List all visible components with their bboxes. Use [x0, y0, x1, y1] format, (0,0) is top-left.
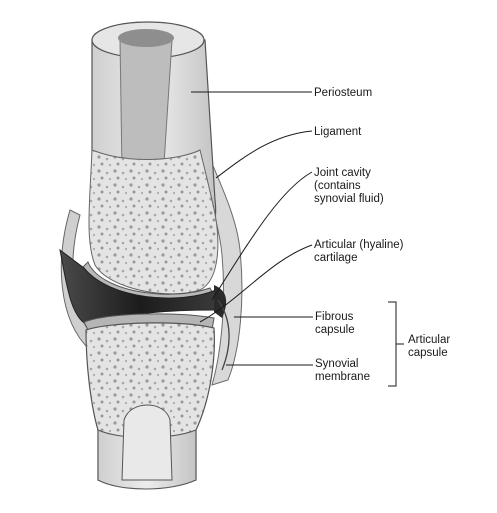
upper-epiphysis — [89, 150, 218, 294]
label-synovial-membrane: Synovial membrane — [315, 358, 370, 384]
label-fibrous-capsule: Fibrous capsule — [315, 311, 355, 337]
label-periosteum: Periosteum — [314, 87, 372, 100]
label-articular-capsule: Articular capsule — [408, 334, 450, 360]
label-articular-cartilage: Articular (hyaline) cartilage — [314, 239, 403, 265]
medullary-cavity-lower — [122, 405, 172, 480]
label-joint-cavity: Joint cavity (contains synovial fluid) — [314, 167, 384, 206]
label-ligament: Ligament — [314, 126, 361, 139]
